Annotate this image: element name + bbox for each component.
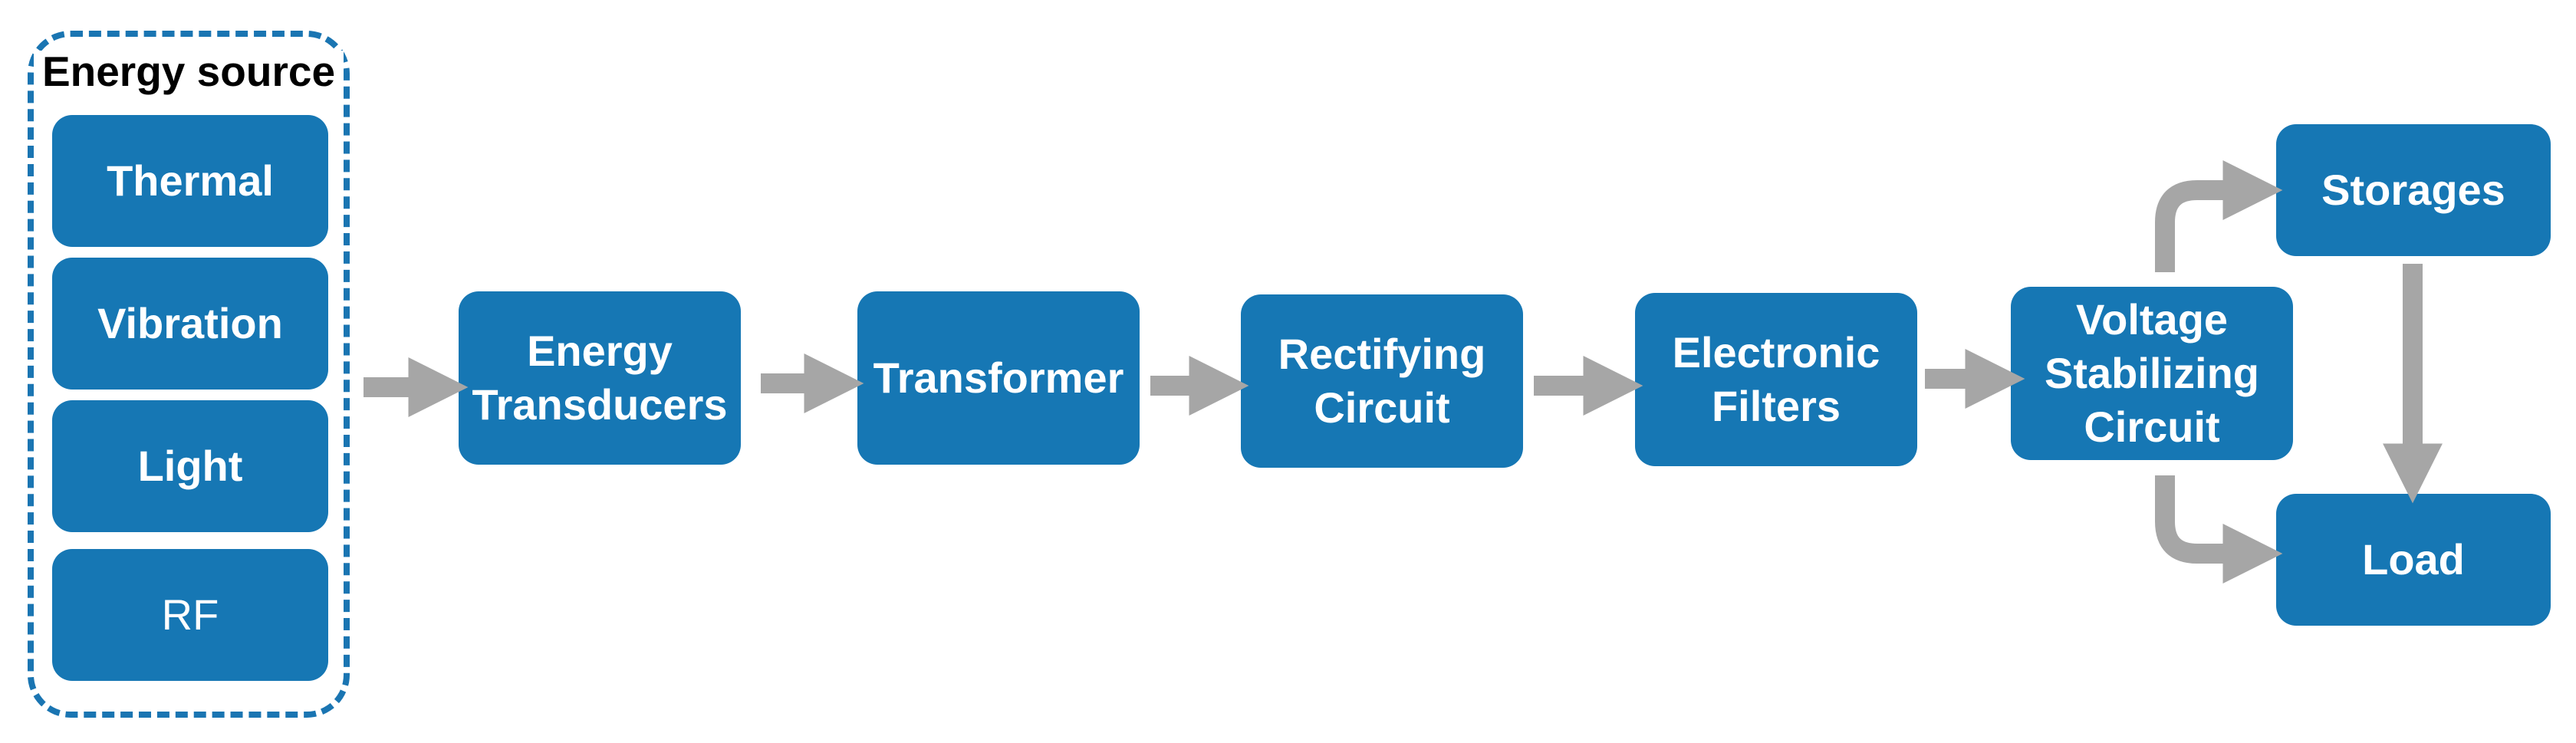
arrow-stabilizer-to-load: [2155, 475, 2283, 584]
electronic-filters-box: Electronic Filters: [1635, 293, 1917, 466]
voltage-stabilizing-circuit-box: Voltage Stabilizing Circuit: [2011, 287, 2293, 460]
source-vibration: Vibration: [52, 258, 328, 390]
rectifying-circuit-box: Rectifying Circuit: [1241, 294, 1523, 468]
storages-box: Storages: [2276, 124, 2551, 256]
energy-source-title: Energy source: [34, 51, 344, 93]
transformer-box: Transformer: [857, 291, 1140, 465]
source-rf: RF: [52, 549, 328, 681]
source-light: Light: [52, 400, 328, 532]
source-thermal: Thermal: [52, 115, 328, 247]
energy-source-group: [28, 31, 350, 718]
arrow-stabilizer-to-storages: [2155, 160, 2283, 272]
energy-transducers-box: Energy Transducers: [459, 291, 741, 465]
load-box: Load: [2276, 494, 2551, 626]
